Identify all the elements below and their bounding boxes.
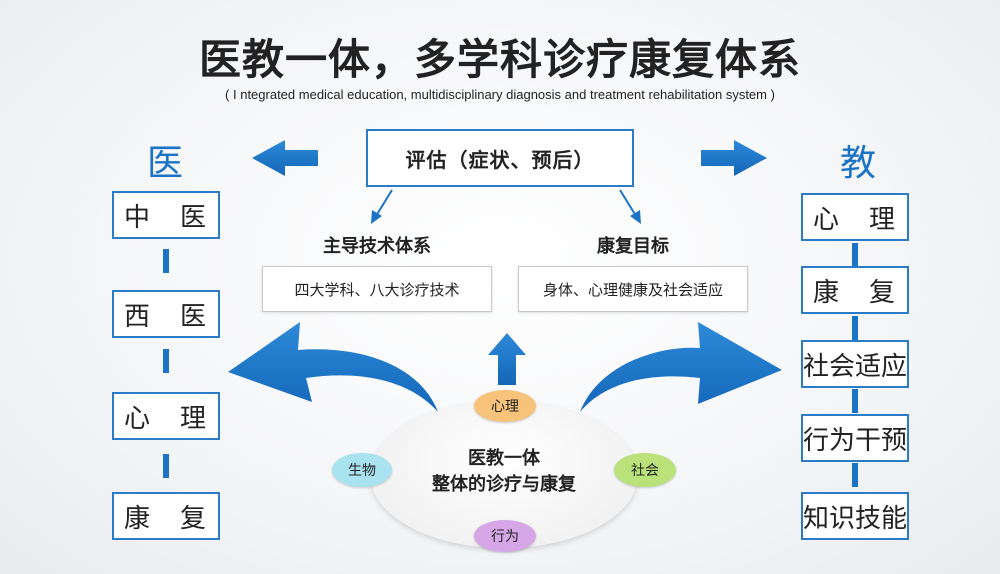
pill-behavior: 行为 [474,520,536,552]
left-item-tcm: 中 医 [112,191,220,239]
right-connector [852,463,858,487]
goal-box: 身体、心理健康及社会适应 [518,266,748,312]
right-heading: 教 [839,143,876,184]
right-item-behavior: 行为干预 [801,414,909,462]
right-connector [852,316,858,340]
tech-box: 四大学科、八大诊疗技术 [262,266,492,312]
up-arrow [488,333,526,385]
big-left-arrow [228,322,438,412]
page-subtitle: ( I ntegrated medical education, multidi… [225,87,775,102]
assessment-box: 评估（症状、预后） [366,129,634,187]
right-item-social: 社会适应 [801,340,909,388]
pill-society: 社会 [614,453,676,487]
right-item-knowledge: 知识技能 [801,492,909,540]
left-item-rehab: 康 复 [112,492,220,540]
left-connector [163,454,169,478]
right-connector [852,243,858,267]
assess-to-goal-arrow [619,189,637,217]
center-line-2: 整体的诊疗与康复 [432,474,576,495]
page-title: 医教一体，多学科诊疗康复体系 [198,35,801,84]
pill-psychology: 心理 [474,390,536,422]
tech-heading: 主导技术体系 [323,236,431,257]
center-line-1: 医教一体 [468,448,540,469]
goal-heading: 康复目标 [597,236,669,257]
pill-biology: 生物 [332,453,392,487]
left-top-arrow [252,140,318,176]
right-item-rehab: 康 复 [801,266,909,314]
left-connector [163,349,169,373]
assess-to-tech-arrow [375,189,393,217]
left-connector [163,249,169,273]
right-connector [852,389,858,413]
right-item-psychology: 心 理 [801,193,909,241]
left-item-western: 西 医 [112,290,220,338]
right-top-arrow [701,140,767,176]
left-item-psychology: 心 理 [112,392,220,440]
big-right-arrow [580,322,782,412]
left-heading: 医 [146,143,183,184]
